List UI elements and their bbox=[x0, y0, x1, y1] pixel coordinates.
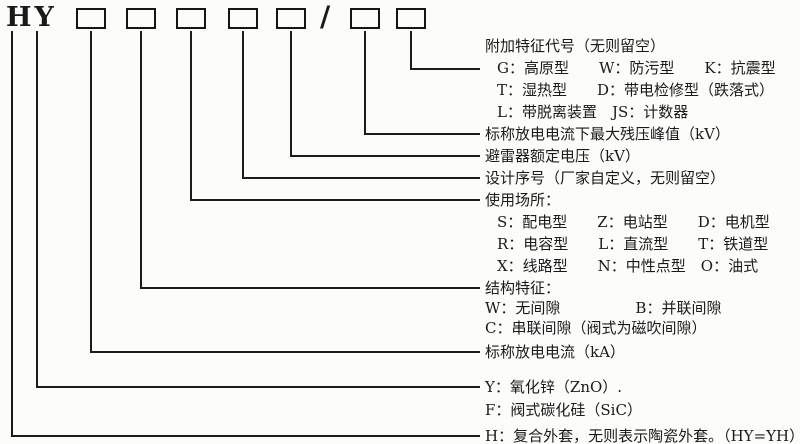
code-box-6 bbox=[350, 8, 380, 29]
code-separator-slash: / bbox=[320, 0, 331, 33]
connector-vline-material bbox=[36, 31, 38, 388]
label-additional-row3: L：带脱离装置 JS：计数器 bbox=[497, 103, 689, 121]
code-box-7 bbox=[396, 8, 426, 29]
label-application-row3: X：线路型 N：中性点型 O：油式 bbox=[497, 257, 759, 275]
code-box-5 bbox=[276, 8, 306, 29]
label-application-row1: S：配电型 Z：电站型 D：电机型 bbox=[497, 213, 770, 231]
code-prefix: HY bbox=[6, 2, 57, 33]
connector-vline-application bbox=[190, 31, 192, 201]
code-box-2 bbox=[126, 8, 156, 29]
connector-hline-additional bbox=[410, 68, 480, 70]
code-box-3 bbox=[176, 8, 206, 29]
connector-vline-additional bbox=[410, 31, 412, 70]
label-residual-voltage: 标称放电电流下最大残压峰值（kV） bbox=[485, 125, 730, 143]
connector-vline-structure bbox=[140, 31, 142, 289]
connector-vline-residual-voltage bbox=[364, 31, 366, 135]
connector-hline-application bbox=[190, 199, 480, 201]
label-structure-row2: C：串联间隙（阀式为磁吹间隙） bbox=[485, 319, 707, 337]
label-rated-voltage: 避雷器额定电压（kV） bbox=[485, 147, 640, 165]
connector-hline-design-serial bbox=[242, 177, 480, 179]
label-application-title: 使用场所： bbox=[485, 191, 561, 209]
code-box-4 bbox=[228, 8, 258, 29]
label-material-row2: F：阀式碳化硅（SiC） bbox=[485, 401, 642, 419]
label-design-serial: 设计序号（厂家自定义，无则留空） bbox=[485, 169, 726, 187]
label-discharge-current: 标称放电电流（kA） bbox=[485, 343, 625, 361]
connector-hline-rated-voltage bbox=[290, 155, 480, 157]
code-box-1 bbox=[76, 8, 106, 29]
connector-vline-rated-voltage bbox=[290, 31, 292, 157]
label-structure-title: 结构特征： bbox=[485, 279, 561, 297]
label-application-row2: R：电容型 L：直流型 T：铁道型 bbox=[497, 235, 769, 253]
label-additional-row2: T：湿热型 D：带电检修型（跌落式） bbox=[497, 81, 775, 99]
connector-vline-housing bbox=[11, 31, 13, 437]
label-material-row1: Y：氧化锌（ZnO）. bbox=[485, 378, 623, 396]
connector-hline-residual-voltage bbox=[364, 133, 480, 135]
connector-hline-material bbox=[36, 386, 480, 388]
connector-vline-discharge-current bbox=[90, 31, 92, 353]
connector-hline-housing bbox=[11, 435, 480, 437]
connector-hline-structure bbox=[140, 287, 480, 289]
connector-hline-discharge-current bbox=[90, 351, 480, 353]
label-additional-title: 附加特征代号（无则留空） bbox=[485, 37, 666, 55]
connector-vline-design-serial bbox=[242, 31, 244, 179]
label-additional-row1: G：高原型 W：防污型 K：抗震型 bbox=[497, 59, 776, 77]
label-structure-row1: W：无间隙 B：并联间隙 bbox=[485, 299, 722, 317]
label-housing: H：复合外套，无则表示陶瓷外套。（HY=YH） bbox=[485, 427, 800, 444]
